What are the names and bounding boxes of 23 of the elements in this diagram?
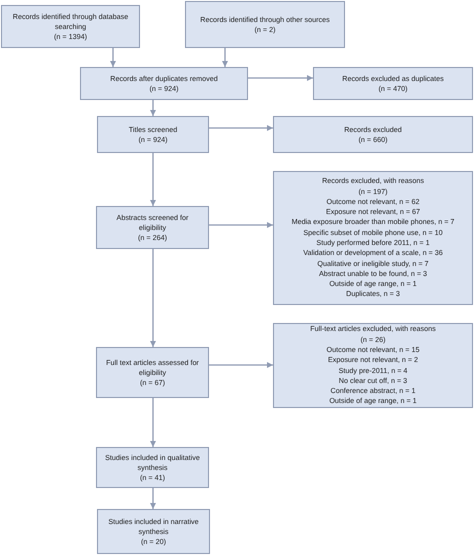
process-box — [96, 347, 209, 398]
arrow — [150, 398, 156, 447]
process-box — [273, 323, 473, 408]
arrow — [150, 100, 156, 116]
process-box — [96, 447, 209, 488]
process-box — [1, 5, 140, 48]
arrow — [209, 362, 273, 368]
process-box — [97, 509, 210, 554]
arrow — [150, 153, 156, 206]
process-box — [273, 171, 473, 305]
process-box — [97, 116, 209, 153]
process-box — [80, 67, 248, 100]
process-box — [96, 206, 209, 249]
arrow — [150, 249, 156, 347]
arrow — [209, 222, 273, 228]
arrow — [222, 48, 228, 67]
arrow — [209, 125, 273, 131]
arrow — [248, 75, 313, 81]
arrow — [150, 488, 156, 509]
process-box — [313, 67, 473, 100]
arrow — [110, 48, 116, 67]
process-box — [185, 1, 345, 48]
process-box — [273, 116, 473, 153]
